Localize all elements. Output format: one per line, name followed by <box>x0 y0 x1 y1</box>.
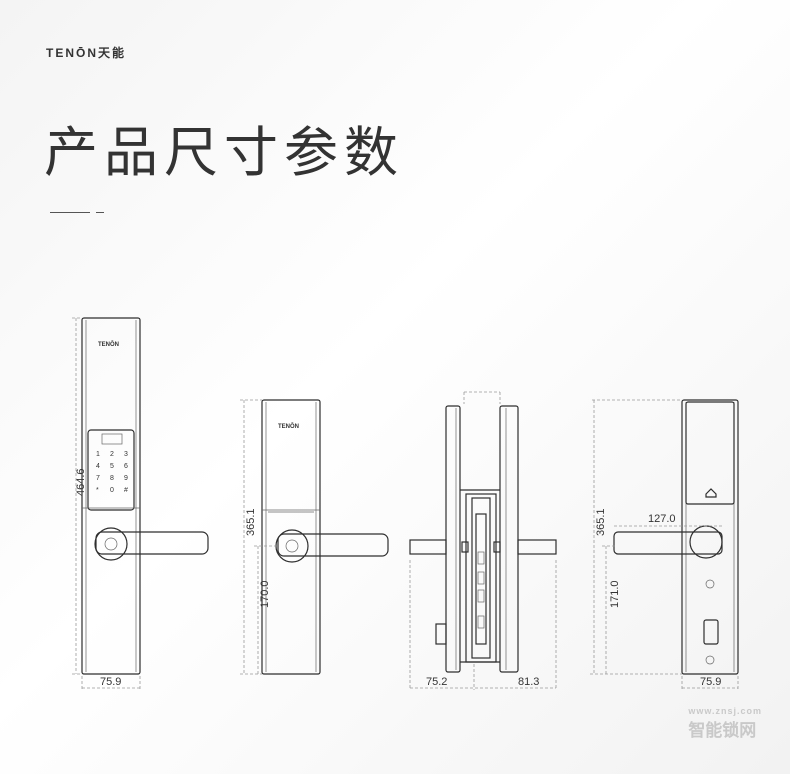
page-title: 产品尺寸参数 <box>44 121 404 184</box>
dim-back-lower: 171.0 <box>609 580 621 608</box>
keypad-key: 8 <box>110 475 114 482</box>
dim-front-height: 464.6 <box>75 468 87 496</box>
keypad-key: 6 <box>124 463 128 470</box>
keypad-key: 4 <box>96 463 100 470</box>
side-lock-brand: TENŌN <box>278 423 299 430</box>
keypad-key: 9 <box>124 475 128 482</box>
keypad-key: # <box>124 487 128 494</box>
keypad-key: 3 <box>124 451 128 458</box>
title-underline <box>50 212 106 214</box>
dim-side-lower: 170.0 <box>259 580 271 608</box>
keypad-key: 0 <box>110 487 114 494</box>
dim-side-height: 365.1 <box>245 508 257 536</box>
front-lock-brand: TENŌN <box>98 341 119 348</box>
back-view: 365.1 171.0 127.0 75.9 <box>590 399 739 690</box>
keypad-key: 5 <box>110 463 114 470</box>
watermark-url: www.znsj.com <box>688 706 762 716</box>
dim-back-height: 365.1 <box>595 508 607 536</box>
brand-logo: TENŌN天能 <box>46 46 127 60</box>
watermark-name: 智能锁网 <box>688 721 757 740</box>
section-view: 75.2 81.3 <box>409 391 557 690</box>
dim-front-width: 75.9 <box>100 676 121 688</box>
keypad: 1 2 3 4 5 6 7 8 9 * 0 # <box>96 451 128 494</box>
watermark: www.znsj.com 智能锁网 <box>688 706 762 741</box>
dim-handle-length: 127.0 <box>648 513 676 525</box>
keypad-key: 2 <box>110 451 114 458</box>
side-view: TENŌN 365.1 170.0 <box>240 399 389 675</box>
keypad-key: 1 <box>96 451 100 458</box>
dim-right-lever: 81.3 <box>518 676 539 688</box>
keypad-key: 7 <box>96 475 100 482</box>
dim-left-lever: 75.2 <box>426 676 447 688</box>
dim-back-width: 75.9 <box>700 676 721 688</box>
front-view: TENŌN 1 2 3 4 5 6 7 8 9 * 0 # 464.6 75.9 <box>72 317 209 690</box>
keypad-key: * <box>96 487 99 494</box>
